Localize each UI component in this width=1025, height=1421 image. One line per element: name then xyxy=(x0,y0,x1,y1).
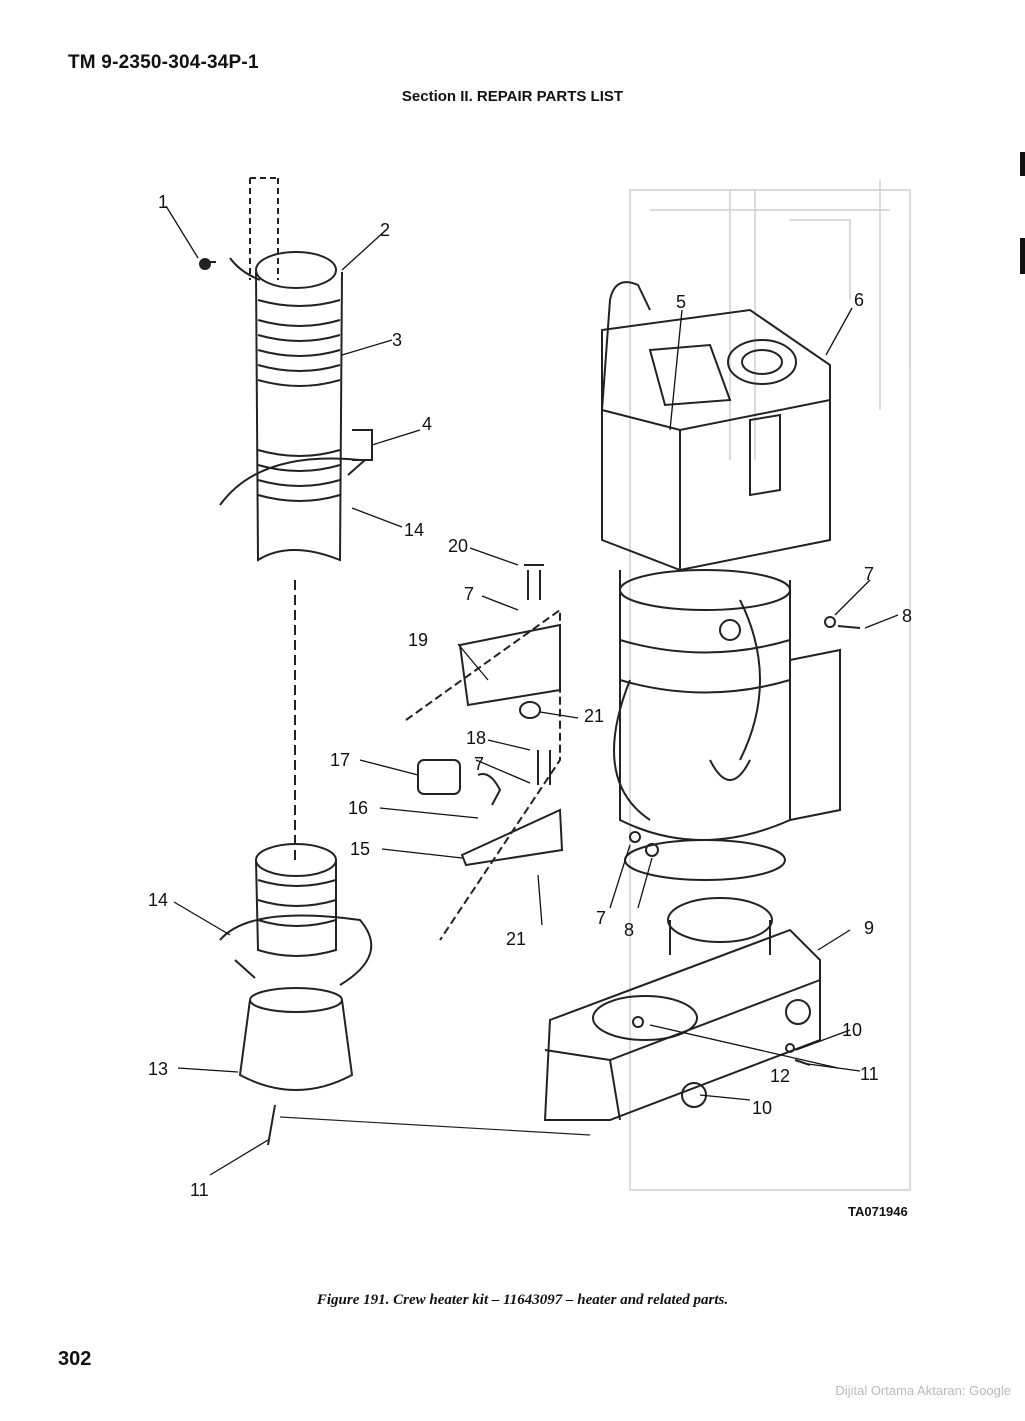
tm-number: TM 9-2350-304-34P-1 xyxy=(68,52,259,73)
callout-21: 21 xyxy=(584,706,604,726)
callout-10: 10 xyxy=(752,1098,772,1118)
callout-19: 19 xyxy=(408,630,428,650)
callout-12: 12 xyxy=(770,1066,790,1086)
callout-10: 10 xyxy=(842,1020,862,1040)
callout-6: 6 xyxy=(854,290,864,310)
section-title: Section II. REPAIR PARTS LIST xyxy=(401,88,624,105)
callout-14: 14 xyxy=(148,890,168,910)
callout-5: 5 xyxy=(676,292,686,312)
figure-caption: Figure 191. Crew heater kit – 11643097 –… xyxy=(316,1292,729,1308)
callout-3: 3 xyxy=(392,330,402,350)
callout-7: 7 xyxy=(464,584,474,604)
callout-1: 1 xyxy=(158,192,168,212)
callout-11: 11 xyxy=(860,1064,879,1084)
exploded-view-illustration: 1 2 3 4 14 20 7 19 21 18 17 7 16 15 21 5… xyxy=(148,177,912,1200)
callout-20: 20 xyxy=(448,536,468,556)
scan-watermark: Dijital Ortama Aktaran: Google xyxy=(835,1383,1011,1398)
page-number: 302 xyxy=(58,1348,92,1370)
callout-21: 21 xyxy=(506,929,526,949)
callout-15: 15 xyxy=(350,839,370,859)
callout-8: 8 xyxy=(624,920,634,940)
exploded-view-figure: 1 2 3 4 14 20 7 19 21 18 17 7 16 15 21 5… xyxy=(90,160,930,1230)
callout-4: 4 xyxy=(422,414,432,434)
callout-2: 2 xyxy=(380,220,390,240)
callout-7: 7 xyxy=(596,908,606,928)
callout-7: 7 xyxy=(474,754,484,774)
ta-code: TA071946 xyxy=(848,1204,908,1219)
callout-14: 14 xyxy=(404,520,424,540)
callout-13: 13 xyxy=(148,1059,168,1079)
callout-8: 8 xyxy=(902,606,912,626)
callout-16: 16 xyxy=(348,798,368,818)
page-edge-mark xyxy=(1020,238,1025,274)
page-edge-mark xyxy=(1020,152,1025,176)
callout-7: 7 xyxy=(864,564,874,584)
callout-9: 9 xyxy=(864,918,874,938)
callout-11: 11 xyxy=(190,1180,209,1200)
callout-17: 17 xyxy=(330,750,350,770)
callout-18: 18 xyxy=(466,728,486,748)
